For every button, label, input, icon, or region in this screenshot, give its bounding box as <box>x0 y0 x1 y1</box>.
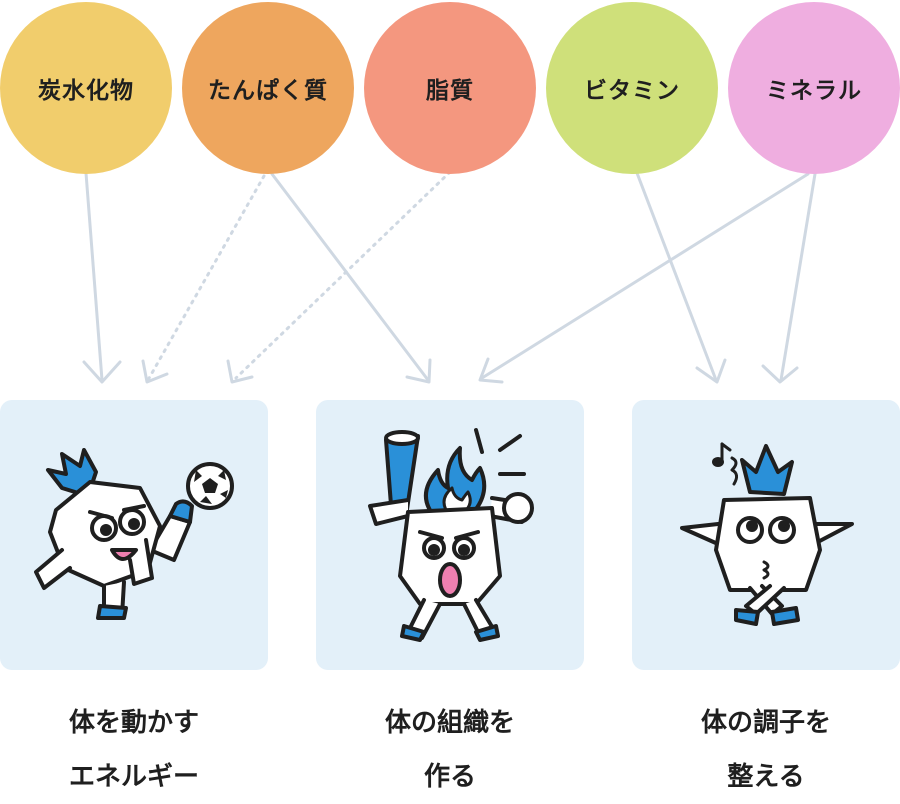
shoe <box>474 624 500 642</box>
panel-energy <box>0 400 268 670</box>
arrowhead <box>226 359 254 384</box>
shoe <box>168 499 194 524</box>
caption-line: エネルギー <box>68 762 199 792</box>
caption-line: 体の調子を <box>700 708 831 738</box>
arm <box>128 538 154 586</box>
arm <box>368 498 410 526</box>
caption-line: 体を動かす <box>68 708 199 738</box>
nutrient-circle-vitamin: ビタミン <box>546 2 718 174</box>
mouth <box>762 560 770 580</box>
fist <box>502 492 534 524</box>
arrowhead <box>478 357 504 384</box>
shoe <box>734 608 760 626</box>
shoe <box>400 624 426 642</box>
arrow-vitamin-to-condition <box>635 171 718 382</box>
nutrient-circle-lipid: 脂質 <box>364 2 536 174</box>
arrow-mineral-to-tissue <box>480 172 810 380</box>
mouth <box>110 548 138 561</box>
caption-tissue: 体の組織を 作る <box>316 696 584 804</box>
music-note-icon <box>712 442 739 486</box>
character-kicking-illustration <box>34 448 234 620</box>
effect-line <box>498 434 522 452</box>
nutrient-circle-carbohydrate: 炭水化物 <box>0 2 172 174</box>
character-thinking-illustration <box>680 442 854 626</box>
arm <box>680 522 720 546</box>
nutrient-circle-protein: たんぱく質 <box>182 2 354 174</box>
caption-condition: 体の調子を 整える <box>632 696 900 804</box>
arrow-carb-to-energy <box>84 171 104 382</box>
soccer-ball-icon <box>186 462 234 510</box>
caption-energy: 体を動かす エネルギー <box>0 696 268 804</box>
arrow-protein-to-energy <box>146 174 266 382</box>
nutrient-label: 脂質 <box>426 78 474 104</box>
nutrient-circle-mineral: ミネラル <box>728 2 900 174</box>
nutrient-label: ビタミン <box>584 78 680 104</box>
panel-condition <box>632 400 900 670</box>
caption-line: 作る <box>423 762 476 792</box>
arm <box>34 548 72 590</box>
shoe <box>96 604 128 620</box>
arrow-lipid-to-energy <box>234 170 452 380</box>
panel-tissue <box>316 400 584 670</box>
arrowhead <box>141 359 169 384</box>
arrow-mineral-to-condition <box>779 172 817 382</box>
arrowhead <box>405 358 432 384</box>
arrowhead <box>82 360 122 384</box>
arm <box>812 522 854 546</box>
arrow-protein-to-tissue <box>270 172 430 382</box>
mouth <box>438 562 462 598</box>
nutrient-label: 炭水化物 <box>38 78 134 104</box>
caption-line: 整える <box>727 762 805 792</box>
effect-line <box>474 428 484 454</box>
arrowhead <box>695 358 727 384</box>
caption-line: 体の組織を <box>384 708 515 738</box>
character-cheering-illustration <box>368 428 534 642</box>
nutrient-label: ミネラル <box>766 78 862 104</box>
shoe <box>770 606 800 626</box>
hair-crown-icon <box>740 444 794 496</box>
nutrient-label: たんぱく質 <box>208 78 328 104</box>
arrowhead <box>761 364 799 384</box>
